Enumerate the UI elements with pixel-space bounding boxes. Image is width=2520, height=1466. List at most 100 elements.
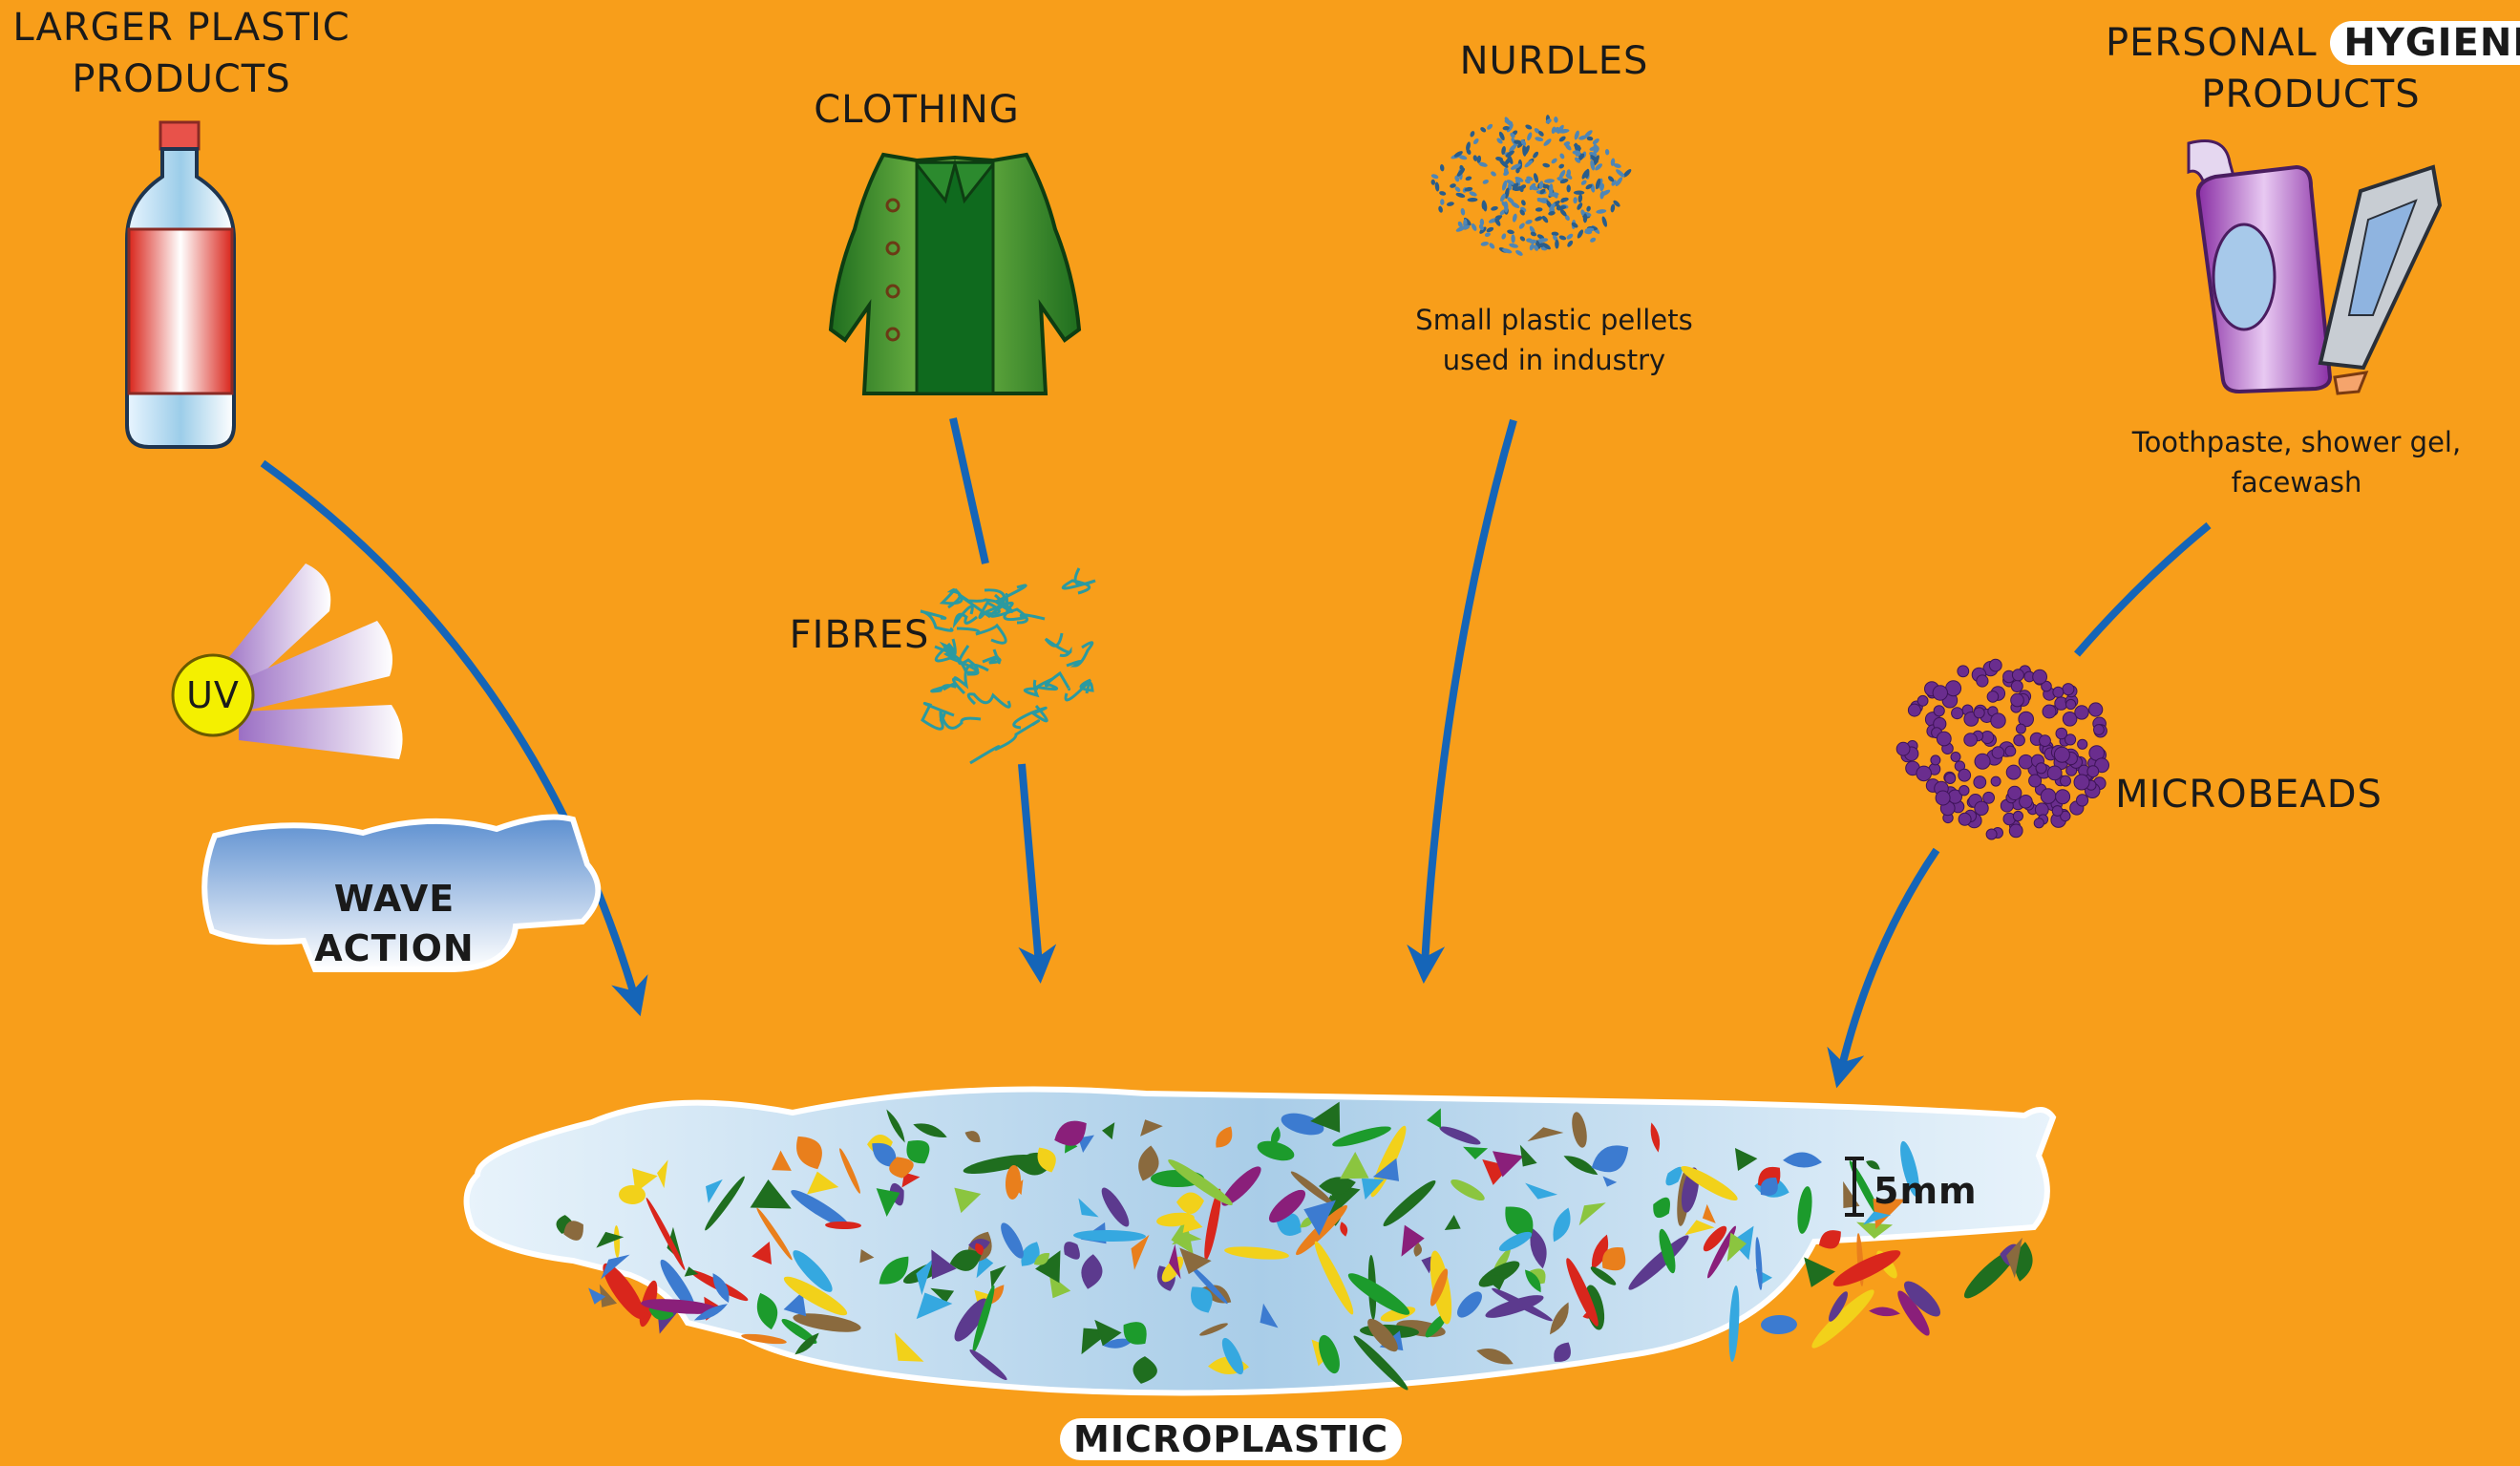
- microbead: [1991, 713, 2005, 728]
- wave-line1: WAVE: [289, 874, 499, 924]
- nurdle-pellet: [1542, 138, 1553, 147]
- nurdle-pellet: [1447, 202, 1455, 207]
- microbead: [1896, 742, 1910, 755]
- nurdle-pellet: [1605, 149, 1610, 156]
- arrow-fibres-to-microplastic: [1022, 764, 1039, 965]
- nurdle-pellet: [1512, 213, 1517, 223]
- hygiene-line1-hygiene: HYGIENE: [2330, 21, 2520, 65]
- microbead: [2041, 789, 2056, 804]
- microbeads-icon: [1896, 659, 2108, 839]
- nurdle-pellet: [1533, 173, 1539, 183]
- microbead: [2047, 766, 2062, 780]
- microbead: [2089, 703, 2103, 716]
- nurdle-pellet: [1470, 130, 1476, 138]
- microbead: [1908, 704, 1920, 716]
- microbead: [2014, 734, 2025, 746]
- wave-line2: ACTION: [289, 924, 499, 973]
- microbead: [1975, 801, 1988, 815]
- nurdle-pellet: [1523, 159, 1534, 168]
- hygiene-line2: PRODUCTS: [2106, 69, 2516, 120]
- clothing-jacket-icon: [831, 155, 1079, 393]
- nurdle-pellet: [1518, 222, 1526, 229]
- nurdles-description: Small plastic pellets used in industry: [1366, 300, 1743, 380]
- nurdle-pellet: [1514, 249, 1524, 257]
- microbead: [2040, 735, 2051, 747]
- toothpaste-tube-icon: [2320, 167, 2440, 393]
- clothing-label: CLOTHING: [783, 84, 1050, 136]
- fibre-strand: [932, 684, 956, 691]
- nurdle-pellet: [1480, 241, 1489, 246]
- microbead: [2056, 790, 2070, 804]
- nurdle-pellet: [1439, 190, 1447, 196]
- fibre-strand: [983, 649, 1000, 663]
- nurdle-pellet: [1535, 136, 1544, 141]
- nurdles-pellets-icon: [1430, 115, 1632, 257]
- microbead: [2077, 795, 2088, 806]
- nurdle-pellet: [1566, 184, 1571, 192]
- microbead: [2009, 824, 2022, 838]
- microbead: [2053, 687, 2064, 697]
- hygiene-label: PERSONAL HYGIENE PRODUCTS: [2106, 17, 2516, 120]
- nurdle-pellet: [1542, 162, 1551, 168]
- nurdle-pellet: [1486, 226, 1494, 233]
- nurdle-pellet: [1525, 219, 1534, 224]
- microbead: [2033, 669, 2047, 684]
- nurdle-pellet: [1573, 197, 1578, 203]
- microbead: [2074, 775, 2089, 790]
- microbead: [2094, 725, 2105, 735]
- nurdle-pellet: [1430, 173, 1439, 180]
- microbead: [2087, 766, 2099, 777]
- nurdle-pellet: [1486, 123, 1493, 131]
- fibres-label: FIBRES: [778, 609, 941, 661]
- nurdle-pellet: [1601, 216, 1609, 227]
- nurdle-pellet: [1430, 180, 1435, 185]
- nurdle-pellet: [1596, 208, 1607, 214]
- nurdle-pellet: [1501, 233, 1508, 241]
- microbead: [1989, 659, 2001, 671]
- nurdle-pellet: [1577, 228, 1585, 239]
- microbead: [1986, 829, 1997, 839]
- nurdle-pellet: [1566, 240, 1574, 248]
- nurdle-pellet: [1580, 179, 1588, 185]
- microbead: [1933, 686, 1947, 700]
- nurdle-pellet: [1509, 243, 1519, 249]
- microbead: [1916, 766, 1932, 781]
- microbead: [1917, 695, 1928, 706]
- microbead: [1992, 747, 2004, 759]
- plastic-fragment: [1761, 1315, 1797, 1335]
- nurdle-pellet: [1488, 242, 1495, 249]
- microbead: [1946, 681, 1961, 696]
- fibre-strand: [1046, 633, 1070, 656]
- nurdle-pellet: [1490, 170, 1497, 177]
- wave-action-label: WAVE ACTION: [289, 874, 499, 973]
- nurdle-pellet: [1511, 234, 1515, 243]
- microbead: [1952, 708, 1963, 719]
- hygiene-description: Toothpaste, shower gel, facewash: [2101, 422, 2492, 502]
- microplastic-label-text: MICROPLASTIC: [1060, 1418, 1402, 1460]
- fibre-strand: [922, 703, 954, 729]
- nurdles-label: NURDLES: [1413, 35, 1695, 87]
- microbead: [1937, 732, 1951, 746]
- nurdle-pellet: [1558, 135, 1567, 142]
- arrow-microbeads-to-microplastic: [1841, 850, 1937, 1070]
- nurdle-pellet: [1438, 205, 1444, 213]
- nurdle-pellet: [1507, 229, 1515, 235]
- microbead: [1991, 776, 2001, 786]
- microplastic-label: MICROPLASTIC: [1060, 1413, 1375, 1465]
- hygiene-line1-personal: PERSONAL: [2106, 21, 2318, 65]
- microbead: [1931, 755, 1940, 765]
- nurdle-pellet: [1460, 208, 1466, 216]
- microbead: [1959, 769, 1971, 781]
- nurdle-pellet: [1455, 192, 1466, 199]
- nurdle-pellet: [1491, 205, 1499, 211]
- microbead: [2011, 681, 2022, 692]
- nurdle-pellet: [1467, 198, 1477, 202]
- microbead: [2013, 811, 2022, 820]
- microbead: [2054, 747, 2069, 762]
- hygiene-line1: PERSONAL HYGIENE: [2106, 17, 2516, 69]
- microbead: [1975, 754, 1990, 769]
- nurdle-pellet: [1578, 194, 1582, 202]
- plastic-bottle-icon: [127, 122, 234, 447]
- nurdle-pellet: [1544, 179, 1555, 183]
